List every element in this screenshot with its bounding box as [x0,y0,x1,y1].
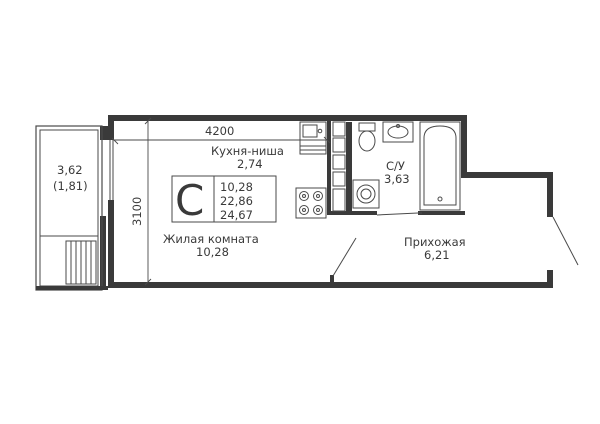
balcony-area: 3,62 [57,163,83,177]
bathroom-area: 3,63 [384,172,410,186]
living-window [109,140,114,200]
bathroom-name: С/У [386,159,405,173]
living-area: 10,28 [196,245,229,259]
hallway-area: 6,21 [424,248,450,262]
dimension-depth: 3100 [130,197,144,226]
shaft-cabinets [332,121,352,212]
hallway-name: Прихожая [404,235,466,249]
apartment-type-letter: С [175,176,204,225]
summary-box: С 10,28 22,86 24,67 [171,175,277,225]
dimension-width: 4200 [205,124,234,138]
kitchen-fixtures [295,121,327,219]
kitchen-area: 2,74 [237,157,263,171]
area-total-with-balcony: 24,67 [220,208,253,222]
walls [100,115,553,288]
balcony-reduced-area: (1,81) [53,179,88,193]
living-name: Жилая комната [163,232,259,246]
area-total: 22,86 [220,194,253,208]
doors [332,212,579,277]
balcony [35,125,108,291]
kitchen-name: Кухня-ниша [211,144,284,158]
dimension-lines [111,117,331,286]
area-living: 10,28 [220,180,253,194]
bathroom-fixtures [352,121,461,211]
